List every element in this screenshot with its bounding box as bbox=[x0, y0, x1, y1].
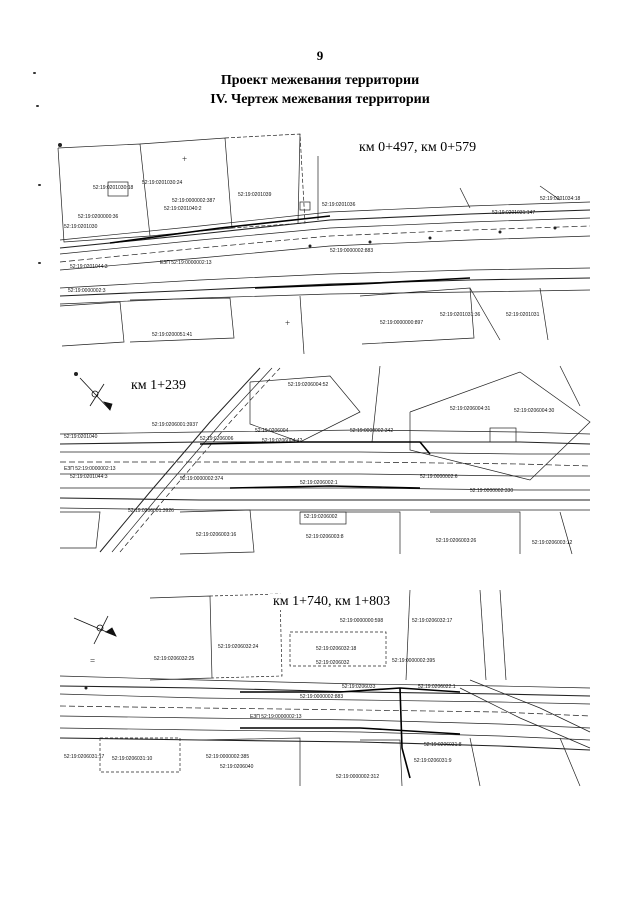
cadastral-label: 52:19:0201039 bbox=[238, 192, 272, 198]
cadastral-label: 52:19:0206002 bbox=[304, 514, 338, 520]
cadastral-label: 52:19:0000002:330 bbox=[470, 488, 514, 494]
cadastral-label: 52:19:0206032:25 bbox=[154, 656, 195, 662]
cadastral-label: 52:19:0000002:3 bbox=[68, 288, 106, 294]
cadastral-label: 52:19:0201044:3 bbox=[70, 474, 108, 480]
cadastral-label: 52:19:0000000:598 bbox=[340, 618, 384, 624]
cadastral-label: 52:19:0201036 bbox=[322, 202, 356, 208]
cadastral-label: 52:19:0206001:3926 bbox=[128, 508, 174, 514]
cadastral-label: 52:19:0000002:395 bbox=[392, 658, 436, 664]
drawing-1-lines: + + bbox=[57, 133, 591, 355]
cadastral-label: 52:19:0206003:12 bbox=[532, 540, 573, 546]
cadastral-label: 52:19:0000002:342 bbox=[350, 428, 394, 434]
document-title: Проект межевания территории bbox=[220, 73, 420, 88]
drawing-3-lines: = bbox=[59, 589, 591, 787]
cadastral-label: 52:19:0206003:26 bbox=[436, 538, 477, 544]
cadastral-label: 52:19:0206003:16 bbox=[196, 532, 237, 538]
svg-text:+: + bbox=[182, 154, 187, 164]
cadastral-label: 52:19:0000000:897 bbox=[380, 320, 424, 326]
cadastral-label: 52:19:0201031 bbox=[506, 312, 540, 318]
km-label-2: км 1+239 bbox=[128, 378, 190, 394]
cadastral-label: 52:19:0206032:24 bbox=[218, 644, 259, 650]
cadastral-label: 52:19:0200000:36 bbox=[78, 214, 119, 220]
scan-mark bbox=[38, 184, 41, 186]
cadastral-label: 52:19:0206004:52 bbox=[288, 382, 329, 388]
cadastral-label: 52:19:0000002:385 bbox=[206, 754, 250, 760]
cadastral-label: 52:19:0206031:8 bbox=[424, 742, 462, 748]
cadastral-label: 52:19:0201034:18 bbox=[540, 196, 581, 202]
cadastral-label: 52:19:0000002:883 bbox=[300, 694, 344, 700]
cadastral-label: 52:19:0200051:41 bbox=[152, 332, 193, 338]
cadastral-label: 52:19:0206032 bbox=[316, 660, 350, 666]
cadastral-label: 52:19:0206032:18 bbox=[316, 646, 357, 652]
cadastral-label: ЕЗП 52:19:0000002:13 bbox=[160, 260, 212, 266]
cadastral-label: 52:19:0206001:3937 bbox=[152, 422, 198, 428]
scan-mark bbox=[33, 72, 36, 74]
cadastral-label: 52:19:0000002:883 bbox=[330, 248, 374, 254]
scan-mark bbox=[36, 105, 39, 107]
cadastral-label: 52:19:0206022:1 bbox=[418, 684, 456, 690]
cadastral-label: 52:19:0206032:17 bbox=[412, 618, 453, 624]
cadastral-label: 52:19:0206004:31 bbox=[450, 406, 491, 412]
page-number: 9 bbox=[316, 48, 324, 63]
cadastral-label: 52:19:0201040 bbox=[64, 434, 98, 440]
cadastral-label: 52:19:0000002:6 bbox=[420, 474, 458, 480]
cadastral-label: 52:19:0201030 bbox=[64, 224, 98, 230]
cadastral-label: 52:19:0201044:3 bbox=[70, 264, 108, 270]
cadastral-label: 52:19:0201031:36 bbox=[440, 312, 481, 318]
svg-text:=: = bbox=[90, 656, 95, 666]
cadastral-label: 52:19:0206004:42 bbox=[262, 438, 303, 444]
cadastral-label: 52:19:0206004 bbox=[255, 428, 289, 434]
cadastral-label: 52:19:0000002:374 bbox=[180, 476, 224, 482]
survey-drawing-3: = км 1+740, км 1+803 52:19:0000000:598 5… bbox=[0, 588, 640, 798]
cadastral-label: 52:19:0206006 bbox=[200, 436, 234, 442]
cadastral-label: ЕЗП 52:19:0000002:13 bbox=[64, 466, 116, 472]
cadastral-label: 52:19:0201030:18 bbox=[93, 185, 134, 191]
scan-mark bbox=[38, 262, 41, 264]
cadastral-label: 52:19:0201030:24 bbox=[142, 180, 183, 186]
survey-drawing-2: км 1+239 52:19:0206004:52 52:19:0206004:… bbox=[0, 362, 640, 562]
cadastral-label: 52:19:0201040:2 bbox=[164, 206, 202, 212]
north-arrow-2 bbox=[79, 377, 113, 411]
drawing-2-lines bbox=[59, 365, 591, 555]
cadastral-label: 52:19:0206003:8 bbox=[306, 534, 344, 540]
km-label-1: км 0+497, км 0+579 bbox=[356, 140, 480, 156]
cadastral-label: 52:19:0206031:17 bbox=[64, 754, 105, 760]
survey-drawing-1: + + км 0+497, км 0+579 52:19:0201030:24 … bbox=[0, 128, 640, 358]
document-subtitle: IV. Чертеж межевания территории bbox=[210, 92, 430, 107]
cadastral-label: 52:19:0206002:1 bbox=[300, 480, 338, 486]
cadastral-label: 52:19:0206031:9 bbox=[414, 758, 452, 764]
svg-text:+: + bbox=[285, 318, 290, 328]
cadastral-label: 52:19:0000002:387 bbox=[172, 198, 216, 204]
cadastral-label: 52:19:0201031:147 bbox=[492, 210, 536, 216]
cadastral-label: 52:19:0206004:30 bbox=[514, 408, 555, 414]
north-arrow-3 bbox=[73, 615, 117, 645]
km-label-3: км 1+740, км 1+803 bbox=[270, 594, 394, 610]
cadastral-label: 52:19:0206031:10 bbox=[112, 756, 153, 762]
cadastral-label: 52:19:0000002:312 bbox=[336, 774, 380, 780]
cadastral-label: 52:19:0206040 bbox=[220, 764, 254, 770]
cadastral-label: ЕЗП 52:19:0000002:13 bbox=[250, 714, 302, 720]
cadastral-label: 52:19:0206033 bbox=[342, 684, 376, 690]
